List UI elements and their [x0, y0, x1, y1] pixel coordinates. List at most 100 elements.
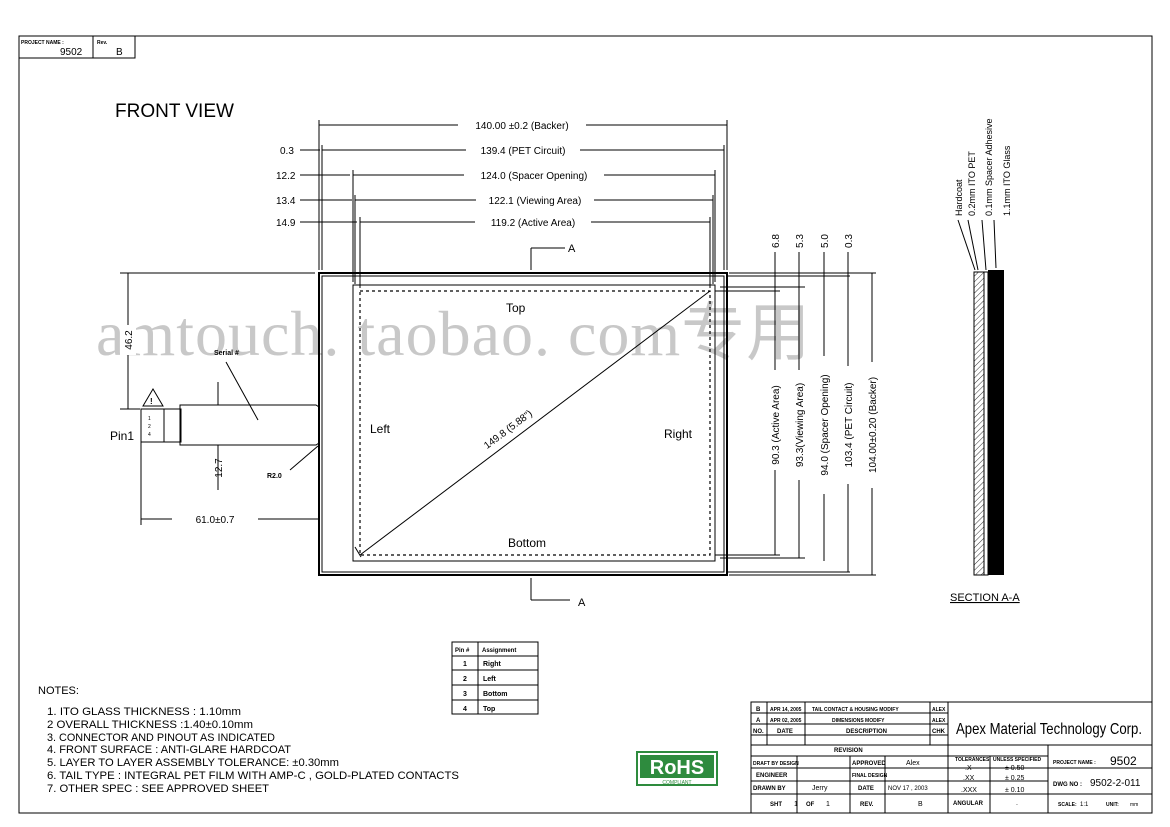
tolerance-x-label: .X	[965, 765, 972, 772]
signoff-approved-value: Alex	[906, 760, 920, 767]
project-box-name-label: PROJECT NAME :	[21, 40, 64, 46]
note-1: 1. ITO GLASS THICKNESS : 1.10mm	[47, 706, 241, 718]
section-view	[957, 219, 1004, 576]
note-4: 4. FRONT SURFACE : ANTI-GLARE HARDCOAT	[47, 744, 291, 756]
signoff-final-label: FINAL DESIGN	[852, 773, 888, 779]
pin-table-row1-pin: 1	[463, 661, 467, 668]
svg-text:!: !	[150, 397, 153, 406]
dim-tail-length: 61.0±0.7	[196, 515, 235, 526]
signoff-drawn-value: Jerry	[812, 785, 828, 792]
notes-title: NOTES:	[38, 685, 79, 697]
diagonal-line	[359, 290, 711, 556]
tolerance-angular-value: .	[1016, 800, 1018, 807]
sheet-total: 1	[826, 801, 830, 808]
scale-value: 1:1	[1080, 802, 1089, 808]
project-box-rev-value: B	[116, 47, 123, 58]
revision-b-date: APR 14, 2005	[770, 707, 802, 713]
dim-pet-circuit-height: 103.4 (PET Circuit)	[844, 383, 855, 468]
tolerance-xxx-label: .XXX	[961, 787, 977, 794]
signoff-approved-label: APPROVED	[852, 761, 886, 767]
unit-value: mm	[1130, 802, 1138, 808]
watermark: amtouch. taobao. com专用	[96, 298, 811, 369]
section-mark-top: A	[568, 243, 576, 255]
dim-spacer-opening-height: 94.0 (Spacer Opening)	[820, 374, 831, 475]
label-right: Right	[664, 427, 693, 441]
dim-pet-circuit-width: 139.4 (PET Circuit)	[481, 146, 566, 157]
revision-b-no: B	[756, 707, 761, 713]
note-5: 5. LAYER TO LAYER ASSEMBLY TOLERANCE: ±0…	[47, 757, 339, 769]
revision-a-desc: DIMENSIONS MODIFY	[832, 718, 885, 724]
spacer-opening-outline	[352, 284, 716, 562]
label-serial: Serial #	[214, 350, 239, 357]
section-layer-spacer: 0.1mm Spacer Adhesive	[984, 118, 994, 216]
label-left: Left	[370, 422, 391, 436]
dim-offset-active-v: 6.8	[771, 234, 782, 248]
tolerance-header-1: TOLERANCES	[955, 757, 990, 763]
pin-table-row4-pin: 4	[463, 706, 467, 713]
revision-header-date: DATE	[777, 729, 793, 735]
section-markers	[530, 247, 570, 601]
revision-header-chk: CHK	[932, 729, 946, 735]
note-3: 3. CONNECTOR AND PINOUT AS INDICATED	[47, 732, 275, 744]
pin-table-row3-assign: Bottom	[483, 691, 508, 698]
svg-text:1: 1	[148, 416, 151, 422]
tolerance-x-value: ± 0.50	[1005, 765, 1025, 772]
company-name: Apex Material Technology Corp.	[956, 721, 1142, 738]
sheet-rev: B	[918, 801, 923, 808]
revision-a-no: A	[756, 718, 761, 724]
scale-label: SCALE:	[1058, 802, 1077, 808]
section-title: SECTION A-A	[950, 592, 1020, 604]
dim-offset-active: 14.9	[276, 218, 296, 229]
label-radius: R2.0	[267, 473, 282, 480]
section-layer-pet: 0.2mm ITO PET	[967, 151, 977, 216]
pin-table-row4-assign: Top	[483, 706, 495, 713]
dim-spacer-opening-width: 124.0 (Spacer Opening)	[481, 171, 588, 182]
svg-text:2: 2	[148, 424, 151, 430]
section-layer-hardcoat: Hardcoat	[954, 179, 964, 216]
rohs-main: RoHS	[650, 757, 704, 779]
project-box: PROJECT NAME : 9502 Rev. B	[18, 35, 136, 59]
project-box-rev-label: Rev.	[97, 40, 108, 46]
dim-offset-viewing: 13.4	[276, 196, 296, 207]
pin-table-row1-assign: Right	[483, 661, 502, 668]
rohs-logo: RoHS COMPLIANT	[636, 751, 718, 786]
rohs-sub: COMPLIANT	[662, 780, 691, 786]
pin-table-row2-assign: Left	[483, 676, 497, 683]
label-top: Top	[506, 301, 526, 315]
sheet-num: 1	[794, 801, 798, 808]
label-diagonal: 149.8 (5.88")	[482, 408, 535, 451]
project-name-value: 9502	[1110, 754, 1137, 768]
tail-connector: ! 1 2 4	[140, 388, 320, 446]
horizontal-dimensions	[300, 120, 728, 288]
dim-offset-viewing-v: 5.3	[795, 234, 806, 248]
dim-backer-height: 104.00±0.20 (Backer)	[868, 377, 879, 473]
revision-a-date: APR 02, 2005	[770, 718, 802, 724]
sheet-label: SHT	[770, 802, 782, 808]
section-layer-glass: 1.1mm ITO Glass	[1002, 145, 1012, 216]
signoff-draft-label: DRAFT BY DESIGN	[753, 761, 799, 767]
revision-b-chk: ALEX	[932, 707, 946, 713]
revision-header-no: NO.	[753, 729, 764, 735]
pet-circuit-outline	[321, 275, 725, 573]
dwg-no-label: DWG NO :	[1053, 782, 1082, 788]
dim-viewing-area-height: 93.3(Viewing Area)	[795, 383, 806, 467]
tolerance-xxx-value: ± 0.10	[1005, 787, 1025, 794]
tolerance-xx-label: .XX	[963, 775, 975, 782]
label-bottom: Bottom	[508, 536, 546, 550]
tolerance-xx-value: ± 0.25	[1005, 775, 1025, 782]
dim-active-area-width: 119.2 (Active Area)	[491, 218, 575, 229]
front-view-title: FRONT VIEW	[115, 101, 234, 122]
dim-active-area-height: 90.3 (Active Area)	[771, 385, 782, 464]
pin-table-row3-pin: 3	[463, 691, 467, 698]
dim-backer-width: 140.00 ±0.2 (Backer)	[475, 121, 568, 132]
unit-label: UNIT:	[1106, 802, 1119, 808]
active-area-outline	[359, 290, 711, 556]
pin-table-row2-pin: 2	[463, 676, 467, 683]
title-block	[750, 701, 1153, 814]
note-7: 7. OTHER SPEC : SEE APPROVED SHEET	[47, 783, 269, 795]
sheet-border	[18, 35, 1153, 814]
dim-viewing-area-width: 122.1 (Viewing Area)	[489, 196, 582, 207]
revision-a-chk: ALEX	[932, 718, 946, 724]
